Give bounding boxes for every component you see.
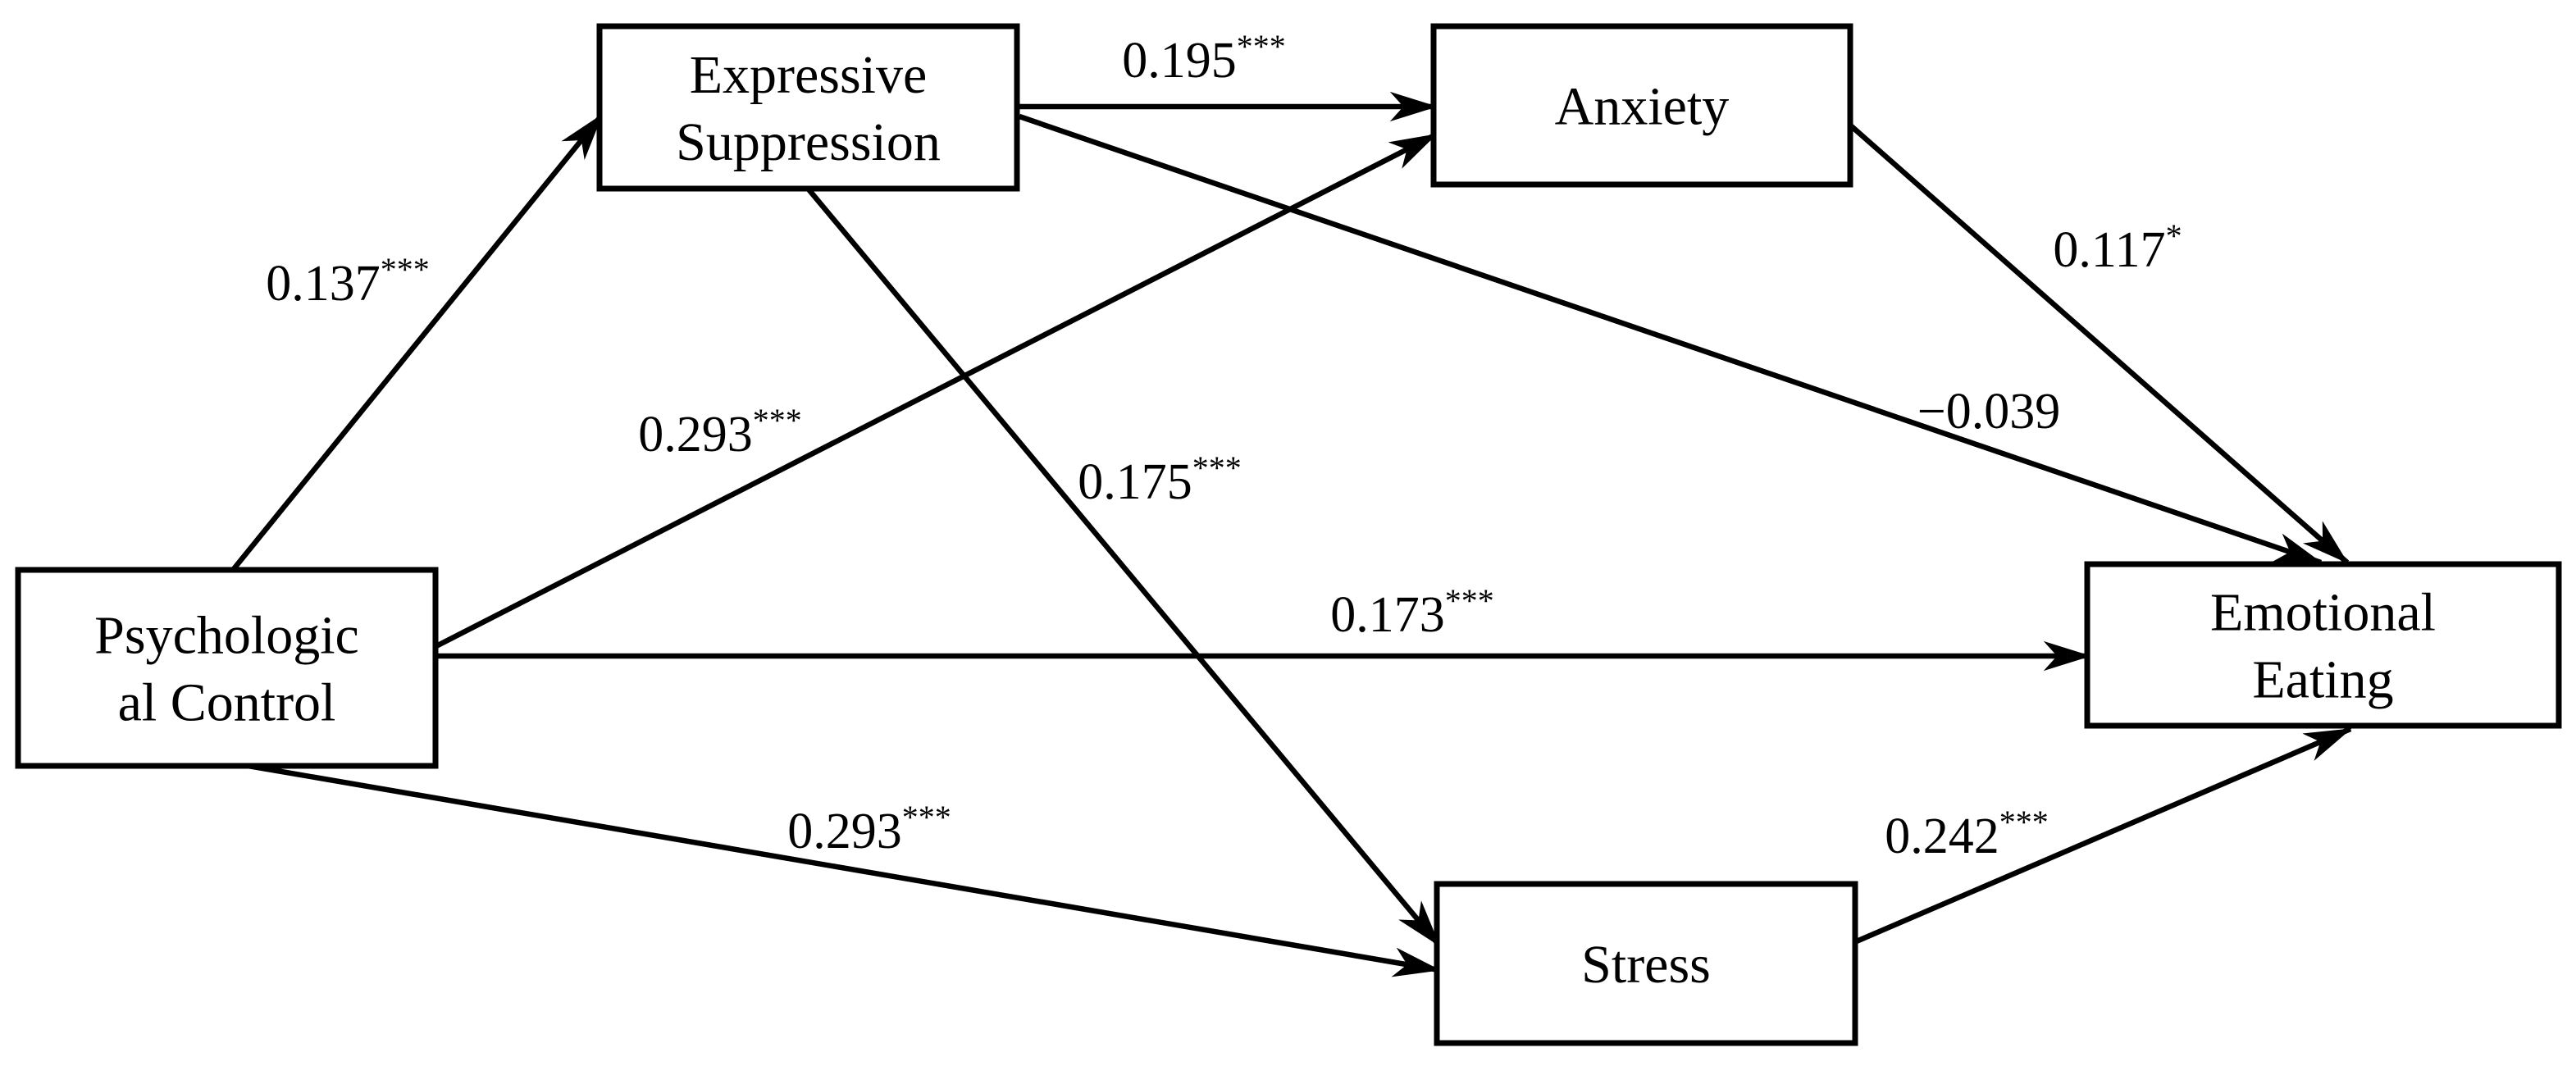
- edge-label-anx-to-ee: 0.117*: [2053, 217, 2182, 278]
- node-box-emotional-eating: [2084, 561, 2562, 729]
- node-box-anxiety: [1430, 23, 1853, 188]
- node-label-stress: Stress: [1581, 935, 1711, 995]
- node-box-expressive-suppression: [596, 23, 1020, 192]
- node-stress: Stress: [1434, 881, 1858, 1046]
- edge-pc-to-st: 0.293***: [233, 760, 1441, 977]
- edge-label-es-to-st: 0.175***: [1078, 449, 1242, 510]
- edge-label-pc-to-anx: 0.293***: [638, 402, 802, 462]
- edge-st-to-ee: 0.242***: [1851, 727, 2352, 945]
- edge-label-pc-to-es: 0.137***: [266, 251, 430, 312]
- edge-label-es-to-anx: 0.195***: [1122, 28, 1286, 89]
- node-anxiety: Anxiety: [1430, 23, 1853, 188]
- path-arrow-st-to-ee: [1851, 727, 2352, 945]
- edge-es-to-ee: −0.039: [1018, 113, 2323, 566]
- path-arrow-pc-to-anx: [431, 132, 1438, 650]
- path-arrow-anx-to-ee: [1845, 121, 2350, 565]
- node-box-stress: [1434, 881, 1858, 1046]
- edges-layer: 0.137*** 0.195*** 0.293*** 0.175*** −0.039 0.…: [230, 28, 2352, 977]
- edge-pc-to-es: 0.137***: [230, 112, 604, 572]
- edge-es-to-st: 0.175***: [806, 187, 1442, 948]
- node-box-psychological-control: [15, 567, 439, 769]
- edge-anx-to-ee: 0.117*: [1845, 121, 2350, 565]
- edge-pc-to-anx: 0.293***: [431, 132, 1438, 650]
- path-arrow-es-to-ee: [1018, 113, 2323, 566]
- path-arrow-pc-to-st: [233, 760, 1441, 977]
- edge-label-pc-to-ee: 0.173***: [1330, 582, 1494, 643]
- edge-label-st-to-ee: 0.242***: [1885, 804, 2049, 864]
- path-arrow-es-to-st: [806, 187, 1442, 948]
- node-label-anxiety: Anxiety: [1555, 77, 1730, 137]
- edge-label-es-to-ee: −0.039: [1917, 384, 2060, 440]
- edge-label-pc-to-st: 0.293***: [787, 799, 951, 859]
- edge-pc-to-ee: 0.173***: [433, 582, 2091, 672]
- edge-es-to-anx: 0.195***: [1019, 28, 1438, 122]
- path-arrow-pc-to-es: [230, 112, 604, 572]
